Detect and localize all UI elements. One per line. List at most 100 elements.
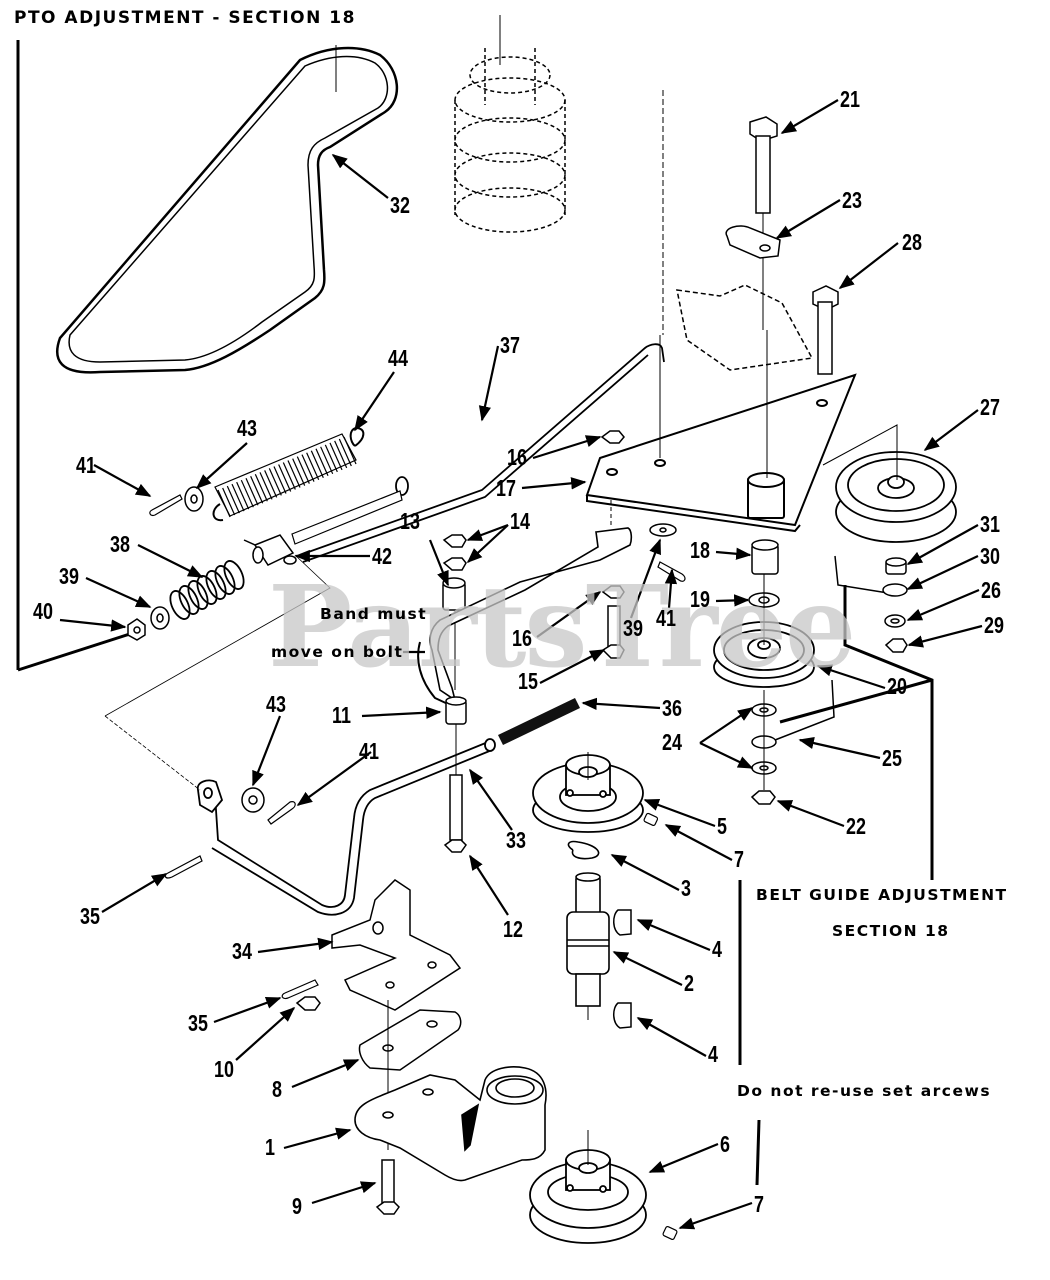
callout-9: 9 <box>292 1193 302 1219</box>
nut-16a <box>600 430 625 444</box>
nut-16b <box>601 585 625 599</box>
callout-32: 32 <box>390 192 410 218</box>
callout-23: 23 <box>842 187 862 213</box>
leader-arrow <box>906 588 980 622</box>
callout-22: 22 <box>846 813 866 839</box>
spacer-18 <box>751 539 779 575</box>
idler-bracket-plate <box>585 373 857 533</box>
leader-arrow <box>906 555 979 590</box>
leader-arrow <box>361 706 442 719</box>
callout-42: 42 <box>372 543 392 569</box>
leader-arrow <box>291 1058 360 1089</box>
leader-arrow <box>664 568 678 609</box>
leader-arrow <box>775 199 841 239</box>
spring-coil <box>223 560 245 590</box>
callout-16a: 16 <box>507 444 527 470</box>
callout-leaders <box>59 99 983 1230</box>
belt-guide-note-line2: SECTION 18 <box>832 922 950 940</box>
deck-phantom <box>676 284 814 371</box>
leader-arrow <box>469 768 513 831</box>
callout-24: 24 <box>662 729 682 755</box>
callout-7b: 7 <box>754 1191 764 1217</box>
callout-35a: 35 <box>80 903 100 929</box>
leader-arrow <box>715 594 750 607</box>
callout-10: 10 <box>214 1056 234 1082</box>
leader-arrow <box>213 996 282 1024</box>
spring-coil <box>217 489 231 518</box>
leader-arrow <box>331 154 389 199</box>
leader-arrow <box>678 1201 753 1230</box>
spring-coil <box>278 464 292 492</box>
callout-39a: 39 <box>59 563 79 589</box>
callout-30: 30 <box>980 543 1000 569</box>
leader-arrow <box>838 242 899 289</box>
set-screw-7a <box>643 812 659 827</box>
callout-7a: 7 <box>734 846 744 872</box>
leader-arrow <box>780 99 839 134</box>
callout-39b: 39 <box>623 615 643 641</box>
leader-arrow <box>85 576 152 609</box>
callout-41b: 41 <box>656 605 676 631</box>
set-screw-7b <box>662 1225 678 1241</box>
callout-33: 33 <box>506 827 526 853</box>
callout-19: 19 <box>690 586 710 612</box>
spring-coil <box>292 458 306 486</box>
leader-arrow <box>536 591 602 638</box>
leader-arrow <box>581 697 661 711</box>
spring-coil <box>236 481 250 510</box>
nut-29 <box>884 638 908 653</box>
v-belt <box>55 45 399 374</box>
washer-43a <box>184 486 204 512</box>
idler-pulley-27 <box>835 451 957 543</box>
leader-arrow <box>629 538 662 619</box>
bolt-21 <box>749 116 778 330</box>
spring-coil <box>334 440 348 469</box>
spring-coil <box>187 580 209 610</box>
nuts-14 <box>442 534 467 571</box>
callout-13: 13 <box>400 508 420 534</box>
belt-guide-note-line1: BELT GUIDE ADJUSTMENT <box>756 886 1008 904</box>
leader-arrow <box>93 464 152 497</box>
leader-arrow <box>283 1127 352 1150</box>
bolt-9 <box>375 1159 400 1215</box>
callout-2: 2 <box>684 970 694 996</box>
set-screws-note: Do not re-use set arcews <box>737 1082 992 1100</box>
phantom-line <box>104 715 201 791</box>
spring-coil <box>306 452 320 480</box>
belt-guide-bracket <box>779 585 934 880</box>
leader-arrow <box>251 715 282 787</box>
spring-coil <box>329 442 343 471</box>
band-note-line2: move on bolt <box>271 643 404 661</box>
leader-arrow <box>235 1006 296 1061</box>
spring-coil <box>259 472 273 500</box>
threaded-rod-end <box>291 490 403 545</box>
cotter-pin-41a <box>149 494 183 517</box>
callout-37: 37 <box>500 332 520 358</box>
callout-18: 18 <box>690 537 710 563</box>
pto-rod <box>299 343 665 563</box>
callout-41a: 41 <box>76 452 96 478</box>
leader-arrow <box>776 799 845 828</box>
spring-coil <box>296 456 310 484</box>
callout-12: 12 <box>503 916 523 942</box>
callout-29: 29 <box>984 612 1004 638</box>
callout-43b: 43 <box>266 691 286 717</box>
leader-arrow <box>906 524 979 565</box>
leader-arrow <box>798 737 881 760</box>
leader-arrow <box>257 937 334 954</box>
callout-35b: 35 <box>188 1010 208 1036</box>
callout-3: 3 <box>681 875 691 901</box>
leader-arrow <box>354 371 395 432</box>
extension-spring <box>212 426 365 522</box>
spring-coil <box>254 474 268 502</box>
phantom-line <box>104 554 331 717</box>
callout-36: 36 <box>662 695 682 721</box>
callout-38: 38 <box>110 531 130 557</box>
callout-25: 25 <box>882 745 902 771</box>
callout-31: 31 <box>980 511 1000 537</box>
leader-arrow <box>610 854 680 891</box>
section-title: PTO ADJUSTMENT - SECTION 18 <box>14 8 356 28</box>
callout-1: 1 <box>265 1134 275 1160</box>
bolt-28 <box>812 285 839 375</box>
